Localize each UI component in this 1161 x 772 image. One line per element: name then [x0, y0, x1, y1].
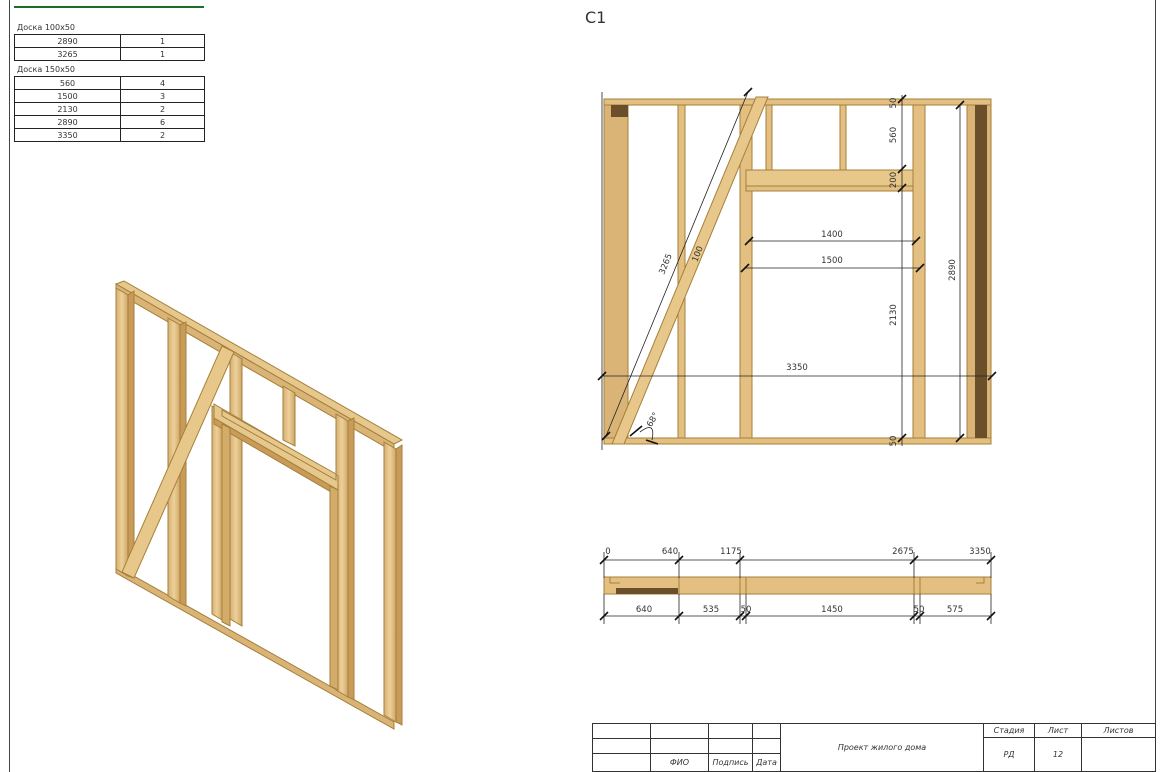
project-name: Проект жилого дома	[780, 723, 984, 772]
dim-opening-height: 2130	[889, 304, 899, 326]
plan-segment: 50	[741, 605, 752, 615]
bottom-plate	[603, 437, 992, 445]
top-plate	[603, 98, 992, 106]
plan-mark: 0	[605, 547, 610, 557]
plan-dimensions	[603, 552, 992, 624]
wall-elevation	[603, 96, 992, 445]
label-name: ФИО	[650, 753, 709, 772]
dim-brace-length: 3265	[657, 252, 674, 276]
elevation-dimensions	[601, 91, 992, 450]
dim-brace-width: 100	[690, 245, 705, 264]
sheet-border-left	[9, 0, 10, 772]
end-stud-left	[603, 104, 629, 439]
plan-mark: 1175	[720, 547, 742, 557]
cripple-stud	[765, 104, 773, 171]
title-block: ФИО Подпись Дата Проект жилого дома Стад…	[592, 723, 1156, 772]
spec-group-title: Доска 150х50	[17, 65, 76, 74]
spec-group-title: Доска 100х50	[17, 23, 76, 32]
dim-header-up: 560	[889, 127, 899, 143]
plan-segment: 640	[636, 605, 652, 615]
label-stage: Стадия	[983, 723, 1035, 738]
brace	[611, 96, 769, 445]
dim-bottom-plate: 50	[889, 436, 899, 447]
dim-header: 200	[889, 172, 899, 188]
isometric-wall-frame	[114, 280, 404, 730]
label-signature: Подпись	[708, 753, 753, 772]
label-sheet: Лист	[1034, 723, 1082, 738]
dim-top-plate: 50	[889, 98, 899, 109]
plan-segment: 575	[947, 605, 963, 615]
cripple-stud	[839, 104, 847, 171]
dim-opening-outer: 1500	[821, 256, 843, 266]
plan-segment: 1450	[821, 605, 843, 615]
sheet-title: С1	[585, 8, 607, 27]
dim-opening-inner: 1400	[821, 230, 843, 240]
door-stud-right	[912, 104, 926, 439]
wall-plan	[603, 576, 992, 595]
plan-segment: 535	[703, 605, 719, 615]
plan-mark: 640	[662, 547, 678, 557]
dim-brace-angle: 68°	[645, 411, 661, 429]
dim-wall-length: 3350	[786, 363, 808, 373]
label-date: Дата	[752, 753, 781, 772]
dim-wall-height: 2890	[948, 259, 958, 281]
sheet-number: 12	[1034, 737, 1082, 772]
plan-mark: 3350	[969, 547, 991, 557]
sheet-border-right	[1155, 0, 1156, 772]
plan-mark: 2675	[892, 547, 914, 557]
stage-value: РД	[983, 737, 1035, 772]
header-rule	[14, 6, 204, 8]
plan-segment: 50	[914, 605, 925, 615]
label-sheets: Листов	[1081, 723, 1156, 738]
